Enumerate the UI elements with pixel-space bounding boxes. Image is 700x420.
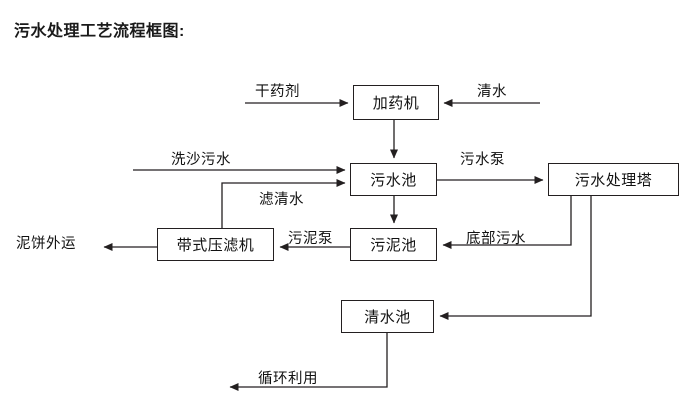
edge-label-dry-reagent: 干药剂 — [255, 84, 300, 100]
edge-tower-to-clean-pool — [439, 196, 592, 320]
node-belt-press[interactable]: 带式压滤机 — [157, 228, 274, 261]
terminal-label-mud-cake-out: 泥饼外运 — [16, 236, 76, 252]
edge-label-sand-wash-sewage: 洗沙污水 — [171, 152, 231, 168]
node-treatment-tower[interactable]: 污水处理塔 — [548, 163, 679, 196]
edge-clean-pool-to-recycle — [229, 333, 388, 391]
edge-filtrate-to-sewage-pool — [221, 179, 346, 228]
node-label: 带式压滤机 — [176, 237, 255, 254]
node-label: 加药机 — [372, 95, 420, 112]
edge-label-bottom-sewage: 底部污水 — [466, 231, 526, 247]
edge-label-sewage-pump: 污水泵 — [460, 152, 505, 168]
node-clean-pool[interactable]: 清水池 — [341, 300, 434, 333]
node-label: 污泥池 — [370, 237, 417, 254]
edge-label-filtrate: 滤清水 — [259, 192, 304, 208]
edge-label-recycle-use: 循环利用 — [258, 371, 318, 387]
edge-label-clean-water-in: 清水 — [477, 84, 507, 100]
node-label: 污水池 — [370, 172, 417, 189]
node-label: 污水处理塔 — [574, 172, 653, 189]
edge-bottom-sewage-to-sludge-pool — [442, 196, 572, 249]
node-label: 清水池 — [364, 309, 411, 326]
node-sewage-pool[interactable]: 污水池 — [350, 163, 437, 196]
node-dosing-machine[interactable]: 加药机 — [353, 85, 439, 120]
page-title: 污水处理工艺流程框图: — [14, 23, 185, 40]
node-sludge-pool[interactable]: 污泥池 — [350, 228, 437, 261]
edge-label-sludge-pump: 污泥泵 — [288, 231, 333, 247]
